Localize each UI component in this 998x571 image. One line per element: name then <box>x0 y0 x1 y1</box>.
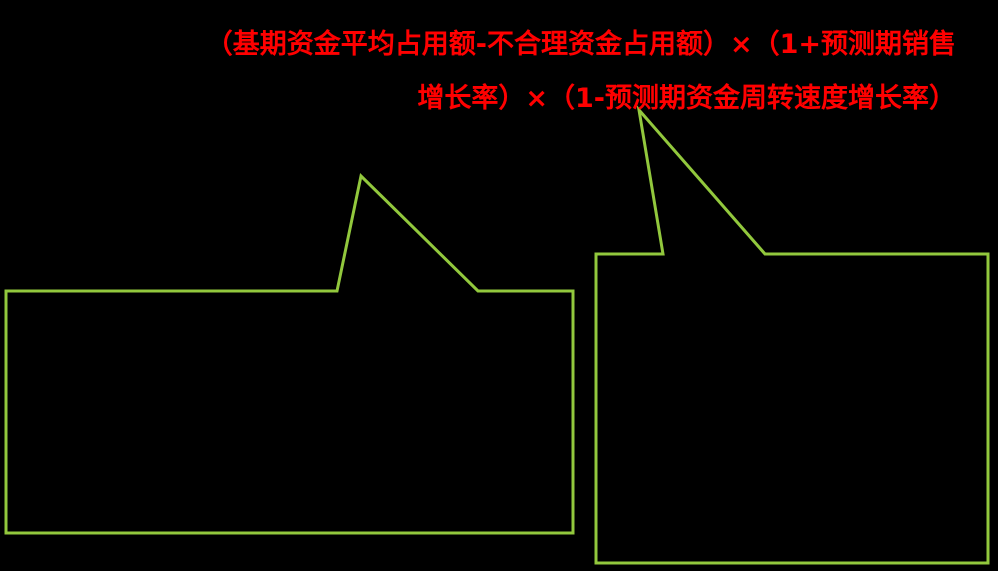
left-callout-box[interactable] <box>4 173 575 535</box>
right-callout-box[interactable] <box>594 105 990 565</box>
formula-annotation-text: （基期资金平均占用额-不合理资金占用额）×（1+预测期销售增长率）×（1-预测期… <box>205 29 956 114</box>
